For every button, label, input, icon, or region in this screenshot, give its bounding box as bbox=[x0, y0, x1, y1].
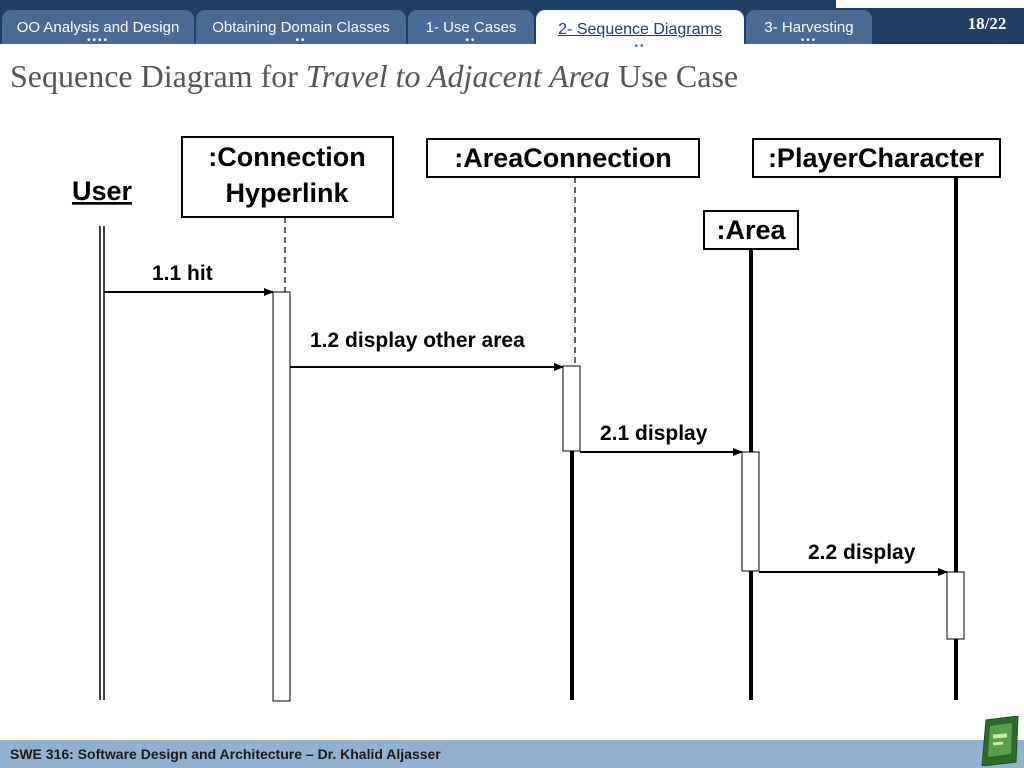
lifeline-box-connection-hyperlink bbox=[181, 136, 394, 218]
lifeline-box-area bbox=[703, 210, 799, 250]
tab-oo-analysis[interactable]: OO Analysis and Design •••• bbox=[2, 10, 194, 46]
message-label-1-1: 1.1 hit bbox=[152, 262, 213, 285]
activation-area-connection bbox=[562, 365, 581, 452]
sequence-diagram: User :Connection Hyperlink :AreaConnecti… bbox=[72, 136, 1001, 702]
lifeline-label-player-character: :PlayerCharacter bbox=[768, 143, 985, 173]
footer-text: SWE 316: Software Design and Architectur… bbox=[10, 746, 441, 762]
tab-use-cases[interactable]: 1- Use Cases •• bbox=[408, 10, 534, 46]
lifeline-label-area-connection: :AreaConnection bbox=[454, 143, 672, 173]
message-label-2-1: 2.1 display bbox=[600, 422, 708, 445]
tab-sequence-diagrams[interactable]: 2- Sequence Diagrams •• bbox=[536, 10, 744, 52]
lifeline-box-area-connection bbox=[426, 138, 700, 178]
activation-connection-hyperlink bbox=[272, 291, 291, 702]
nav-bar-strip bbox=[836, 0, 1024, 8]
tab-progress-dots: •••• bbox=[86, 35, 109, 46]
tab-label: Obtaining Domain Classes bbox=[212, 19, 390, 36]
tab-domain-classes[interactable]: Obtaining Domain Classes •• bbox=[196, 10, 406, 46]
tab-harvesting[interactable]: 3- Harvesting ••• bbox=[746, 10, 872, 46]
slide-title: Sequence Diagram for Travel to Adjacent … bbox=[10, 58, 738, 95]
lifeline-label-connection: :Connection bbox=[208, 142, 365, 172]
lifeline-label-hyperlink: Hyperlink bbox=[225, 178, 349, 208]
page-number: 18/22 bbox=[967, 14, 1007, 33]
message-label-2-2: 2.2 display bbox=[808, 541, 916, 564]
activation-player-character bbox=[946, 571, 965, 640]
title-use-case: Travel to Adjacent Area bbox=[305, 58, 611, 94]
tab-progress-dots: •• bbox=[465, 35, 477, 46]
footer-bar bbox=[0, 740, 1024, 768]
title-suffix: Use Case bbox=[610, 58, 739, 94]
lifeline-label-area: :Area bbox=[716, 215, 786, 245]
activation-area bbox=[741, 451, 760, 572]
actor-user-label: User bbox=[72, 176, 133, 206]
tab-label: 2- Sequence Diagrams bbox=[558, 21, 722, 38]
message-label-1-2: 1.2 display other area bbox=[310, 329, 525, 352]
tab-progress-dots: •• bbox=[295, 35, 307, 46]
book-icon bbox=[981, 716, 1019, 766]
tab-label: 1- Use Cases bbox=[425, 19, 517, 36]
tab-progress-dots: ••• bbox=[800, 35, 818, 46]
lifeline-box-player-character bbox=[752, 138, 1001, 178]
tab-label: OO Analysis and Design bbox=[16, 19, 180, 36]
tab-progress-dots: •• bbox=[634, 41, 646, 52]
title-prefix: Sequence Diagram for bbox=[10, 58, 306, 94]
tab-label: 3- Harvesting bbox=[764, 19, 854, 36]
